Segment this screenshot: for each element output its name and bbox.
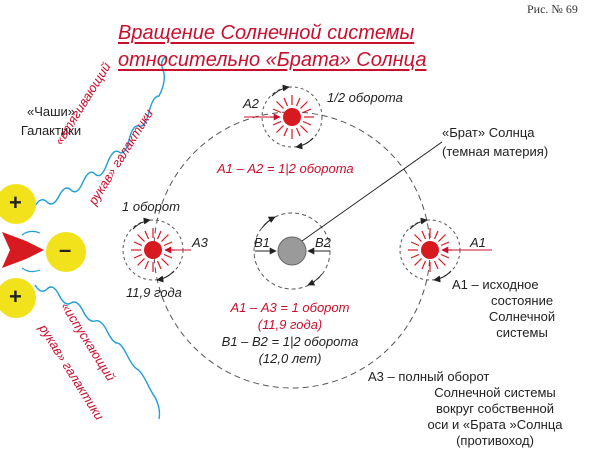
- a1-a3-label: А1 – А3 = 1 оборот: [230, 300, 350, 315]
- a1-description-3: Солнечной: [488, 309, 556, 324]
- a3-description-5: (противоход): [456, 433, 534, 448]
- cups-label-line-2: Галактики: [20, 123, 82, 138]
- brother-sun: [277, 236, 307, 266]
- brother-label-line-2: (темная материя): [442, 144, 549, 159]
- half-turn-label: 1/2 оборота: [327, 90, 403, 105]
- a1-description-4: системы: [496, 325, 548, 340]
- b1-b2-label: В1 – В2 = 1|2 оборота: [221, 334, 359, 349]
- a1-description-2: состояние: [490, 293, 554, 308]
- title-line-1: Вращение Солнечной системы: [118, 22, 415, 44]
- a1-description-1: А1 – исходное: [452, 277, 539, 292]
- release-sleeve-wave: [34, 284, 161, 420]
- plus-sign-top: +: [9, 190, 22, 215]
- sun-a3: [122, 217, 191, 283]
- one-turn-label: 1 оборот: [122, 199, 180, 214]
- inner-wave-bottom: [21, 267, 41, 273]
- position-a3: А3: [192, 235, 208, 250]
- galaxy-cups: [0, 184, 86, 318]
- sun-a1: [399, 217, 492, 283]
- brother-pointer-line: [301, 141, 443, 242]
- a3-description-3: вокруг собственной: [435, 401, 555, 416]
- a1-a3-years-label: (11,9 года): [257, 317, 323, 332]
- position-b1: В1: [254, 235, 270, 250]
- a3-description-1: А3 – полный оборот: [368, 369, 490, 384]
- a3-description-2: Солнечной системы: [434, 385, 556, 400]
- a3-description-4: оси и «Брата »Солнца: [427, 417, 563, 432]
- pull-sleeve-wave: [34, 55, 168, 207]
- plus-sign-bottom: +: [9, 284, 22, 309]
- cups-label-line-1: «Чаши»: [26, 104, 76, 119]
- b1-b2-years-label: (12,0 лет): [258, 351, 322, 366]
- brother-label-line-1: «Брат» Солнца: [442, 125, 535, 140]
- position-a1: А1: [470, 235, 486, 250]
- inner-wave-top: [21, 230, 41, 236]
- years-11-9-label: 11,9 года: [126, 285, 182, 300]
- position-b2: В2: [315, 235, 331, 250]
- a1-a2-label: А1 – А2 = 1|2 оборота: [217, 161, 354, 176]
- minus-sign: –: [59, 237, 72, 262]
- brother-orbit-arrow-top: [261, 216, 276, 229]
- position-a2: А2: [243, 96, 259, 111]
- figure-number: Рис. № 69: [527, 2, 578, 16]
- title-line-2: относительно «Брата» Солнца: [118, 49, 427, 71]
- sun-a2: [244, 84, 323, 150]
- brother-orbit-arrow-bottom: [307, 273, 323, 286]
